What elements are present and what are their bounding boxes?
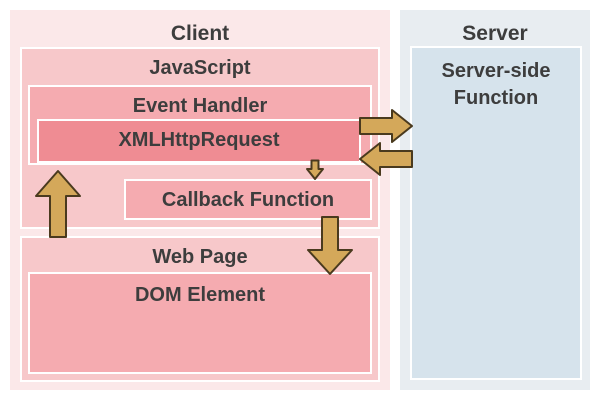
callback-function-label: Callback Function	[161, 189, 335, 211]
server-title: Server	[462, 22, 528, 45]
javascript-title: JavaScript	[149, 57, 251, 79]
response-from-server-arrow	[359, 142, 413, 176]
xhr-to-callback-arrow	[306, 159, 324, 180]
callback-function-box: Callback Function	[124, 179, 372, 220]
event-handler-title: Event Handler	[132, 95, 268, 117]
server-side-function-label: Server-side Function	[441, 60, 551, 109]
client-title: Client	[170, 22, 230, 45]
server-side-function-box: Server-side Function	[410, 46, 582, 380]
web-page-to-event-handler-arrow	[35, 170, 81, 238]
web-page-title: Web Page	[152, 246, 248, 268]
dom-element-box: DOM Element	[28, 272, 372, 374]
callback-to-web-page-arrow	[307, 216, 353, 275]
dom-element-label: DOM Element	[134, 284, 266, 306]
request-to-server-arrow	[359, 109, 413, 143]
xmlhttprequest-box: XMLHttpRequest	[37, 119, 361, 163]
xmlhttprequest-label: XMLHttpRequest	[118, 129, 280, 151]
